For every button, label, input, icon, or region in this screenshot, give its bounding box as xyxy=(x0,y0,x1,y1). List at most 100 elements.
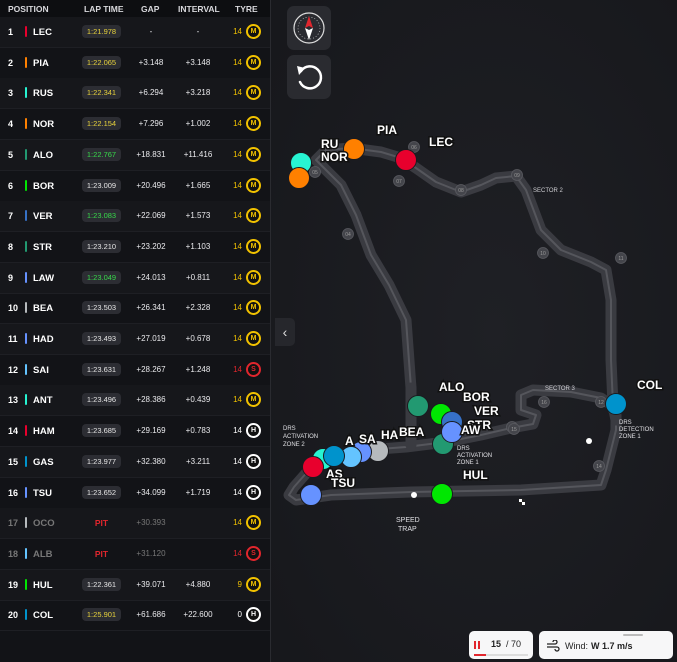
car-label: LEC xyxy=(429,135,453,149)
team-color-bar xyxy=(25,455,27,467)
reset-view-button[interactable] xyxy=(287,55,331,99)
gap: +34.099 xyxy=(136,487,166,497)
gap: +3.148 xyxy=(138,57,164,67)
car-marker[interactable]: AW xyxy=(441,421,483,443)
corner-marker: 06 xyxy=(408,141,420,153)
position: 6 xyxy=(8,180,14,191)
car-label: PIA xyxy=(377,123,397,137)
interval: +3.218 xyxy=(185,88,211,98)
tyre-age: 14 xyxy=(233,149,242,159)
team-color-bar xyxy=(25,547,27,559)
car-marker[interactable]: ALO xyxy=(407,379,466,417)
col-interval: INTERVAL xyxy=(178,4,220,14)
car-marker[interactable]: BEA xyxy=(367,424,426,462)
wind-label: Wind: xyxy=(565,641,589,651)
interval: +1.573 xyxy=(185,211,211,221)
team-color-bar xyxy=(25,302,27,314)
lap-time: 1:22.361 xyxy=(82,577,121,591)
gap: +32.380 xyxy=(136,456,166,466)
tyre-compound-icon: M xyxy=(246,238,261,254)
wind-icon xyxy=(547,640,560,652)
car-marker[interactable]: HUL xyxy=(431,467,489,505)
svg-text:10: 10 xyxy=(540,251,546,257)
team-color-bar xyxy=(25,271,27,283)
svg-text:08: 08 xyxy=(458,188,464,194)
corner-marker: 16 xyxy=(538,396,550,408)
svg-text:05: 05 xyxy=(312,170,318,176)
lap-time: 1:23.083 xyxy=(82,209,121,223)
corner-marker: 10 xyxy=(537,247,549,259)
rotate-ccw-icon xyxy=(297,65,323,90)
tyre-compound-icon: M xyxy=(246,146,261,162)
car-marker[interactable]: PIA xyxy=(343,122,399,160)
interval: - xyxy=(196,27,200,36)
collapse-panel-button[interactable]: ‹ xyxy=(275,318,295,346)
drag-handle[interactable] xyxy=(623,634,643,636)
car-marker[interactable] xyxy=(302,456,324,478)
position: 17 xyxy=(8,518,19,529)
position: 15 xyxy=(8,456,19,467)
tyre-compound-icon: M xyxy=(246,576,261,592)
car-label: BEA xyxy=(399,425,425,439)
gap: +6.294 xyxy=(138,88,164,98)
car-label: NOR xyxy=(321,150,348,164)
car-marker[interactable]: AS xyxy=(323,445,345,483)
car-marker[interactable]: NOR xyxy=(288,149,350,189)
interval: +0.439 xyxy=(185,395,211,405)
track-map[interactable]: 04050607080910111213141516 SECTOR 2 SECT… xyxy=(271,0,677,662)
interval: +22.600 xyxy=(183,610,213,620)
drs-detection-marker xyxy=(586,438,592,444)
lap-time: 1:21.978 xyxy=(82,25,121,38)
position: 19 xyxy=(8,579,19,590)
drs-detection-zone1: DRS DETECTION ZONE 1 xyxy=(619,420,654,440)
compass-button[interactable] xyxy=(287,6,331,50)
car-label: A xyxy=(345,434,354,448)
tyre-age: 14 xyxy=(233,426,242,436)
driver-code: VER xyxy=(33,211,53,223)
tyre-compound-icon: H xyxy=(246,453,261,469)
lap-time: 1:23.977 xyxy=(82,454,121,468)
car-marker[interactable]: RU xyxy=(290,136,340,174)
svg-text:04: 04 xyxy=(345,232,351,238)
team-color-bar xyxy=(25,56,27,68)
svg-text:ZONE 1: ZONE 1 xyxy=(619,434,641,440)
interval: +0.783 xyxy=(185,426,211,436)
lap-time: 1:23.210 xyxy=(82,239,121,253)
car-marker[interactable]: SA xyxy=(340,431,378,468)
driver-code: LEC xyxy=(33,27,52,38)
corner-marker: 04 xyxy=(342,228,354,240)
col-position: POSITION xyxy=(8,4,49,14)
lap-counter-icon xyxy=(474,641,480,649)
tyre-age: 14 xyxy=(233,487,242,497)
car-label: SA xyxy=(359,432,376,446)
tyre-age: 9 xyxy=(237,579,242,589)
interval: +1.248 xyxy=(185,364,211,374)
car-marker[interactable]: LEC xyxy=(395,134,455,171)
car-marker[interactable]: TSU xyxy=(300,475,357,506)
team-color-bar xyxy=(25,240,27,252)
tyre-age: 14 xyxy=(233,395,242,405)
car-marker[interactable]: COL xyxy=(605,377,664,415)
driver-code: STR xyxy=(33,241,52,253)
